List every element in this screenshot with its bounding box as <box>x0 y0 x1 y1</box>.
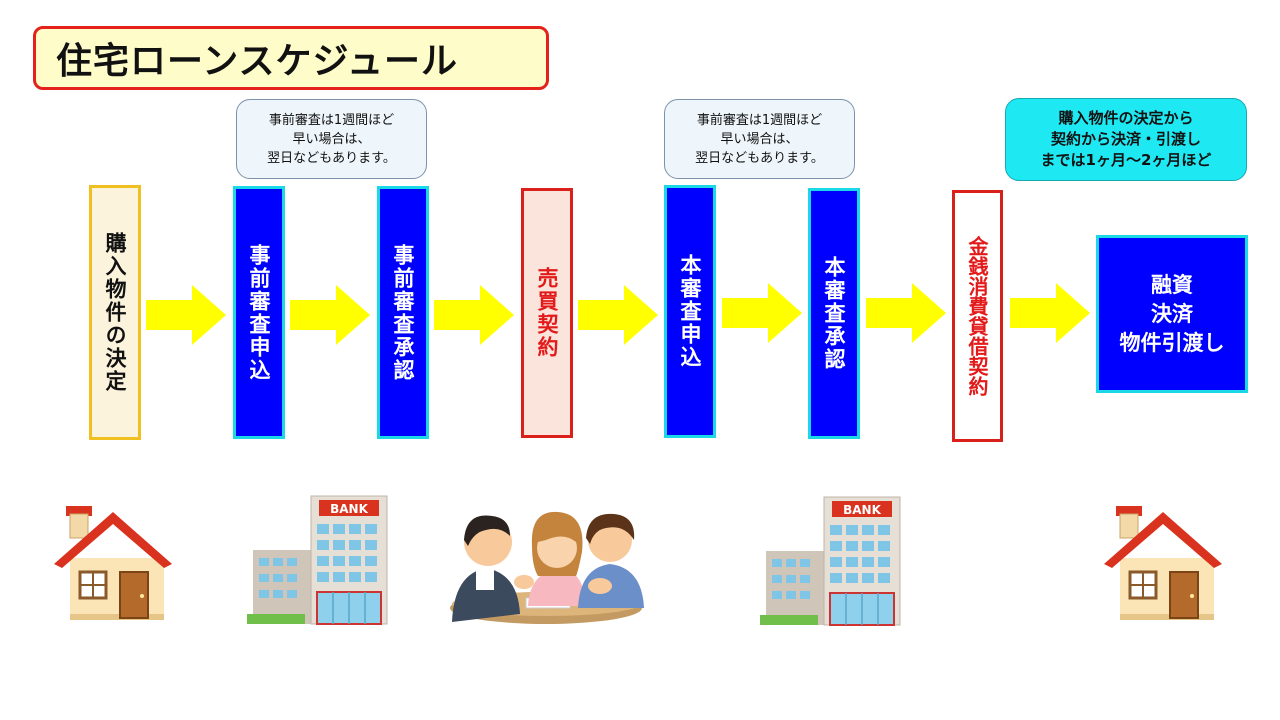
note-line: 事前審査は1週間ほど <box>696 112 823 128</box>
step-label: 本審査申込 <box>678 254 702 369</box>
note-line: までは1ヶ月～2ヶ月ほど <box>1040 151 1212 169</box>
bank-sign: BANK <box>330 502 368 516</box>
step-purchase-decision: 購入物件の決定 <box>89 185 141 440</box>
final-step-line: 融資 <box>1151 272 1193 297</box>
title-box: 住宅ローンスケジュール <box>33 26 549 90</box>
step-financing-settlement-handover: 融資 決済 物件引渡し <box>1096 235 1248 393</box>
note-line: 購入物件の決定から <box>1058 109 1194 127</box>
step-label: 事前審査申込 <box>247 243 271 382</box>
final-step-line: 決済 <box>1151 301 1193 326</box>
step-label: 購入物件の決定 <box>103 232 127 393</box>
step-label: 本審査承認 <box>822 256 846 371</box>
step-loan-agreement: 金銭消費貸借契約 <box>952 190 1003 442</box>
arrow-icon <box>146 285 226 345</box>
bank-building-icon: BANK <box>247 495 388 625</box>
final-step-line: 物件引渡し <box>1119 330 1225 355</box>
step-pre-screening-application: 事前審査申込 <box>233 186 285 439</box>
note-settlement-period: 購入物件の決定から 契約から決済・引渡し までは1ヶ月～2ヶ月ほど <box>1005 98 1247 181</box>
step-final-screening-approval: 本審査承認 <box>808 188 860 439</box>
page-title: 住宅ローンスケジュール <box>56 41 458 82</box>
arrow-icon <box>578 285 658 345</box>
house-icon <box>1104 506 1222 620</box>
arrow-icon <box>866 283 946 343</box>
arrow-icon <box>1010 283 1090 343</box>
bank-building-icon: BANK <box>760 496 901 626</box>
step-label: 金銭消費貸借契約 <box>965 236 989 396</box>
note-pre-screening-2: 事前審査は1週間ほど 早い場合は、 翌日などもあります。 <box>664 99 855 179</box>
note-line: 翌日などもあります。 <box>267 150 396 166</box>
bank-sign: BANK <box>843 503 881 517</box>
step-pre-screening-approval: 事前審査承認 <box>377 186 429 439</box>
note-pre-screening-1: 事前審査は1週間ほど 早い場合は、 翌日などもあります。 <box>236 99 427 179</box>
meeting-people-icon <box>450 511 644 624</box>
note-line: 早い場合は、 <box>720 131 799 147</box>
step-final-screening-application: 本審査申込 <box>664 185 716 438</box>
step-sales-contract: 売買契約 <box>521 188 573 438</box>
arrow-icon <box>434 285 514 345</box>
arrow-icon <box>722 283 802 343</box>
step-label: 売買契約 <box>535 267 559 359</box>
note-line: 早い場合は、 <box>292 131 371 147</box>
note-line: 翌日などもあります。 <box>695 150 824 166</box>
note-line: 事前審査は1週間ほど <box>268 112 395 128</box>
note-line: 契約から決済・引渡し <box>1050 130 1201 148</box>
step-label: 事前審査承認 <box>391 243 415 382</box>
arrow-icon <box>290 285 370 345</box>
house-icon <box>54 506 172 620</box>
